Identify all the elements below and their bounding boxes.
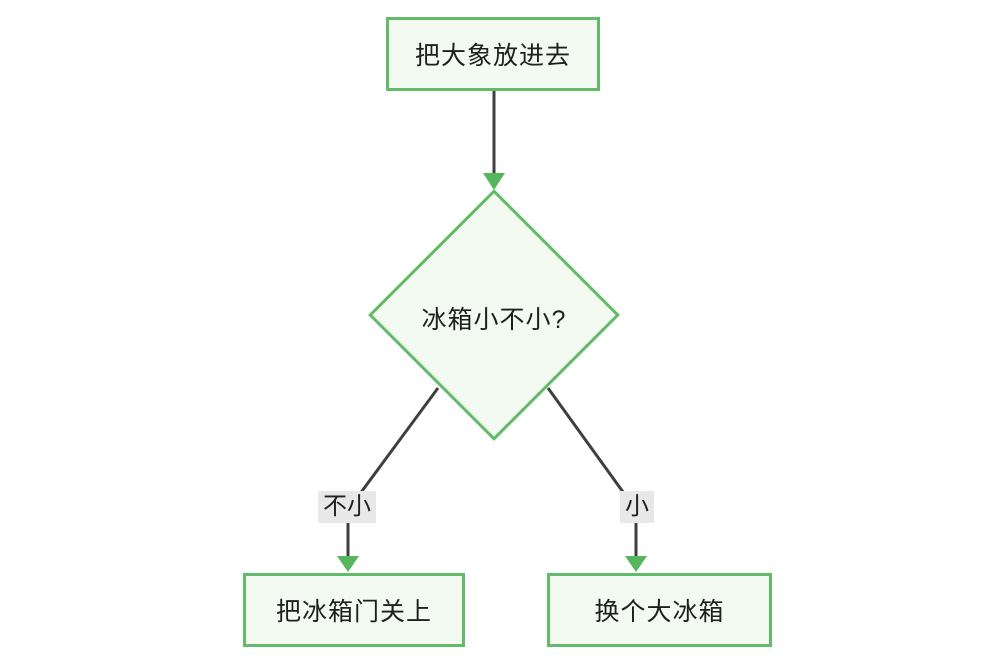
node-start-label: 把大象放进去: [414, 42, 571, 70]
arrowhead-close-door: [337, 556, 359, 572]
node-close-door-label: 把冰箱门关上: [275, 598, 432, 626]
node-big-fridge-label: 换个大冰箱: [594, 598, 725, 626]
edge-decision-close-door: [346, 387, 440, 557]
node-start: 把大象放进去: [386, 17, 600, 91]
node-close-door: 把冰箱门关上: [243, 573, 465, 647]
arrowhead-decision: [483, 173, 505, 190]
edge-decision-big-fridge: [546, 387, 638, 557]
node-big-fridge: 换个大冰箱: [547, 573, 772, 647]
edge-label-not-small: 不小: [318, 491, 376, 523]
edge-label-small: 小: [620, 491, 654, 523]
arrowhead-big-fridge: [625, 556, 647, 572]
node-decision-label: 冰箱小不小?: [421, 306, 567, 334]
